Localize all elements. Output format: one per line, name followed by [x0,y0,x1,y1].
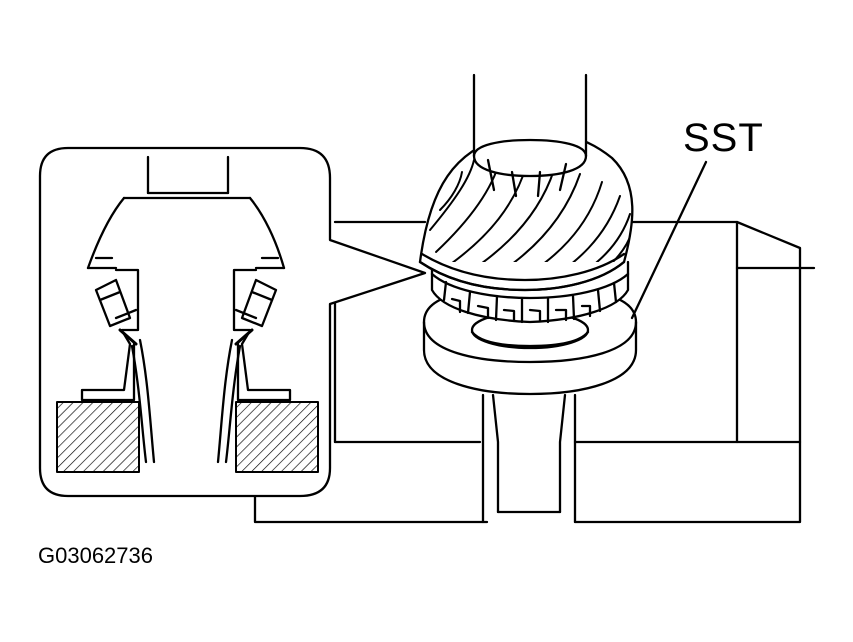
support-pipe [481,393,577,524]
pinion-gear [418,131,634,292]
press-shaft [472,73,588,198]
sst-callout-label: SST [683,116,764,160]
detail-cross-section [56,155,319,473]
press-table [253,220,816,524]
figure-id-label: G03062736 [38,543,153,568]
sst-leader-line [630,160,708,320]
